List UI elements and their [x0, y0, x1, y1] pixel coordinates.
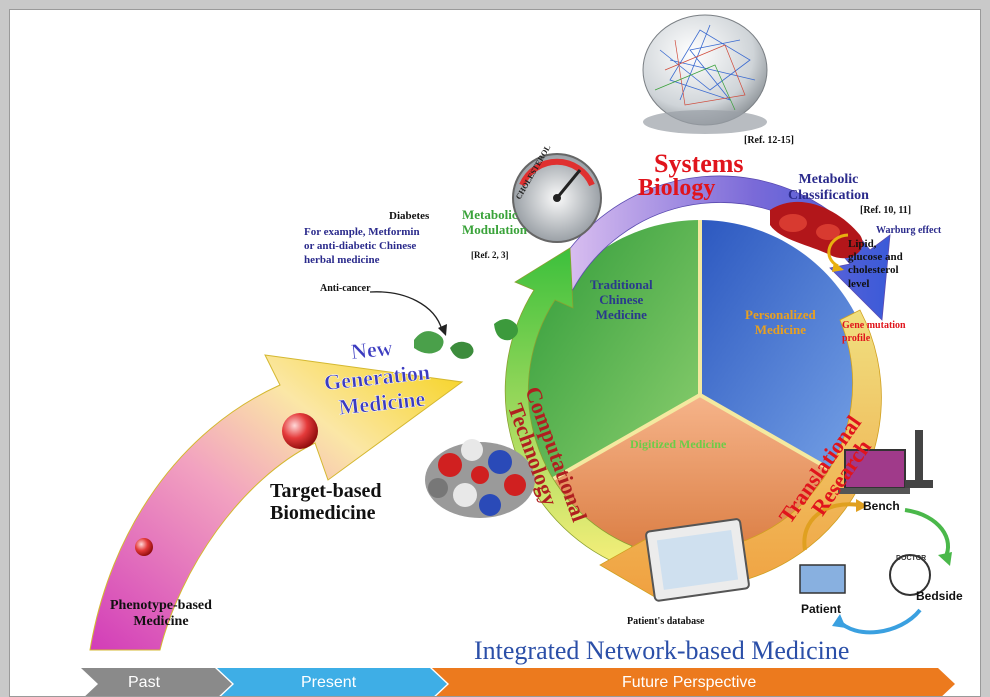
systems-biology-label: Systems: [654, 149, 744, 178]
blood-vessel-icon: [770, 201, 863, 259]
target-1: Target-based: [270, 480, 382, 502]
diagram-canvas: Systems Biology Computational Technology…: [81, 14, 955, 696]
target-based-label: Target-based Biomedicine: [270, 480, 381, 524]
stethoscope-icon: [889, 554, 931, 596]
timeline-present: Present: [301, 674, 357, 691]
metabolic-classification-2: Classification: [788, 188, 869, 204]
phenotype-1: Phenotype-based: [110, 598, 212, 613]
target-sphere: [282, 413, 318, 449]
metabolic-modulation-1: Metabolic: [462, 207, 518, 222]
target-2: Biomedicine: [270, 502, 376, 524]
patient-label: Patient: [801, 602, 842, 616]
anti-cancer-label: Anti-cancer: [320, 283, 371, 294]
doctor-label: DOCTOR: [896, 555, 927, 562]
cancer-cells-icon: [414, 319, 518, 359]
digitized-label: Digitized Medicine: [630, 437, 727, 451]
bench-bedside-arrow: [904, 508, 951, 559]
integrated-title: Integrated Network-based Medicine: [474, 636, 850, 665]
network-globe-icon: [642, 14, 768, 134]
lipid-label-3: cholesterol: [848, 264, 899, 277]
gene-mutation-2: profile: [842, 332, 871, 344]
diagram-frame: Systems Biology Computational Technology…: [9, 9, 981, 697]
ref-2-3: [Ref. 2, 3]: [471, 250, 509, 260]
patients-database-label: Patient's database: [627, 616, 705, 627]
cholesterol-gauge-icon: [512, 153, 602, 243]
computational-arrow: [504, 247, 633, 566]
ref-12-15: [Ref. 12-15]: [744, 135, 794, 146]
new-gen-label: New: [350, 335, 394, 364]
lipid-label-4: level: [848, 277, 870, 290]
bedside-label: Bedside: [916, 589, 963, 603]
personalized-label: Personalized Medicine: [745, 307, 816, 338]
timeline-future: Future Perspective: [622, 674, 757, 691]
laptop-icon: [844, 449, 906, 489]
bedside-patient-arrow: [836, 608, 922, 635]
metabolic-classification-label: Metabolic Classification: [788, 172, 869, 204]
lipid-label: Lipid, glucose and cholesterol level: [848, 238, 903, 291]
tcm-2: Chinese: [599, 291, 644, 307]
sector-personalized: [700, 219, 876, 482]
phenotype-sphere: [135, 538, 153, 556]
timeline-past: Past: [128, 674, 161, 691]
tcm-label: Traditional Chinese Medicine: [590, 277, 653, 323]
bench-label: Bench: [863, 499, 900, 513]
personalized-2: Medicine: [754, 321, 807, 337]
metabolic-classification-1: Metabolic: [798, 172, 859, 187]
example-label: For example, Metformin or anti-diabetic …: [304, 226, 420, 267]
patient-bench-arrow: [802, 502, 861, 551]
timeline-past-bg: [81, 668, 232, 696]
bench-cycle: [799, 430, 952, 635]
phenotype-label: Phenotype-based Medicine: [110, 598, 212, 630]
gene-mutation-1: Gene mutation: [842, 320, 906, 331]
example-1: For example, Metformin: [304, 226, 420, 238]
diabetes-label: Diabetes: [389, 210, 430, 222]
microscope-icon: [915, 430, 923, 480]
tcm-1: Traditional: [590, 277, 653, 292]
hospital-bed-icon: [799, 564, 846, 594]
metabolic-modulation-2: Modulation: [462, 221, 528, 237]
tablet-icon: [645, 518, 750, 602]
warburg-label: Warburg effect: [876, 225, 942, 236]
example-3: herbal medicine: [304, 253, 380, 266]
evolution-arrow: [89, 354, 464, 651]
ref-10-11: [Ref. 10, 11]: [860, 205, 912, 216]
systems-biology-label-2: Biology: [638, 175, 715, 201]
phenotype-2: Medicine: [133, 614, 189, 630]
timeline-present-bg: [217, 668, 447, 696]
lipid-label-2: glucose and: [848, 251, 903, 264]
personalized-1: Personalized: [745, 307, 816, 322]
gene-mutation-label: Gene mutation profile: [842, 320, 906, 345]
example-2: or anti-diabetic Chinese: [304, 239, 417, 252]
lipid-label-1: Lipid,: [848, 238, 877, 250]
anticancer-arrow: [369, 291, 443, 331]
tcm-3: Medicine: [595, 306, 647, 322]
timeline-future-bg: [432, 668, 955, 696]
molecule-icon: [425, 439, 535, 518]
metabolic-modulation-label: Metabolic Modulation: [462, 207, 528, 238]
